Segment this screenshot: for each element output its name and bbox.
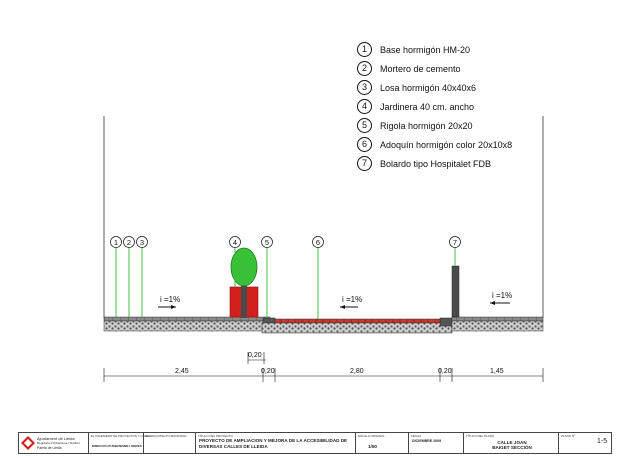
dim-right-sidewalk: 1,45 — [490, 368, 504, 375]
tb-cell-escala: ESCALA ORIGINAL 1/50 — [356, 433, 409, 453]
legend-label: Base hormigón HM-20 — [380, 44, 471, 55]
slope-center: i =1% — [340, 295, 362, 309]
section-marker-number: 6 — [316, 238, 320, 247]
tb-cell-proyecto: TÍTULO DEL PROYECTO PROYECTO DE AMPLIACI… — [196, 433, 356, 453]
section-marker-number: 5 — [265, 238, 269, 247]
section-marker-number: 2 — [127, 238, 131, 247]
legend-item: 4 Jardinera 40 cm. ancho — [357, 97, 512, 116]
tb-label-proyecto: TÍTULO DEL PROYECTO — [198, 434, 233, 438]
bollard — [451, 265, 460, 318]
tb-cell-arquitecto: EL ARQUITECTO MUNICIPAL — [144, 433, 196, 453]
legend-number: 2 — [357, 61, 372, 76]
marker-leaders — [115, 248, 456, 319]
section-marker-number: 3 — [140, 238, 144, 247]
right-sidewalk-surface — [451, 316, 544, 322]
dimension-bottom: 2,45 0,20 2,80 0,20 1,45 — [103, 368, 544, 382]
legend-number: 6 — [357, 137, 372, 152]
right-rigola — [439, 317, 453, 327]
section-marker: 4 — [229, 236, 241, 248]
legend-label: Mortero de cemento — [380, 63, 461, 74]
legend: 1 Base hormigón HM-20 2 Mortero de cemento 3… — [357, 40, 512, 173]
slope-left-label: i =1% — [160, 295, 180, 304]
legend-item: 6 Adoquín hormigón color 20x10x8 — [357, 135, 512, 154]
dimension-top: 0,20 — [247, 352, 266, 364]
title-block-logo-cell: Ajuntament de Lleida Regidoria d'Urbanis… — [19, 433, 89, 453]
dim-roadway: 2,80 — [350, 368, 364, 375]
tb-value-fecha: DICIEMBRE 2009 — [412, 439, 442, 443]
tb-value-escala: 1/50 — [368, 444, 377, 449]
tb-label-plano-titulo: TÍTULO DEL PLANO — [466, 434, 495, 438]
section-marker: 3 — [136, 236, 148, 248]
tb-label-arquitecto: EL ARQUITECTO MUNICIPAL — [146, 434, 187, 438]
tree-trunk — [241, 272, 247, 318]
legend-label: Jardinera 40 cm. ancho — [380, 101, 475, 112]
tb-cell-fecha: FECHA DICIEMBRE 2009 — [409, 433, 464, 453]
lleida-logo-icon — [21, 436, 35, 450]
tb-cell-plano-num: PLANO Nº 1-5 — [559, 433, 611, 453]
section-marker-number: 7 — [453, 238, 457, 247]
legend-number: 5 — [357, 118, 372, 133]
legend-label: Losa hormigón 40x40x6 — [380, 82, 477, 93]
dim-right-rigola: 0,20 — [438, 368, 452, 375]
roadway-adoquin — [274, 318, 441, 324]
org-line-3: Paeria de Lleida — [37, 446, 62, 450]
org-line-1: Ajuntament de Lleida — [37, 436, 75, 441]
tb-value-plano-num: 1-5 — [597, 438, 608, 445]
section-marker: 2 — [123, 236, 135, 248]
section-marker-number: 1 — [114, 238, 118, 247]
section-marker: 5 — [261, 236, 273, 248]
legend-label: Adoquín hormigón color 20x10x8 — [380, 139, 513, 150]
tb-label-escala: ESCALA ORIGINAL — [358, 434, 385, 438]
right-sidewalk-base — [451, 320, 544, 332]
section-marker: 1 — [110, 236, 122, 248]
tb-cell-plano-titulo: TÍTULO DEL PLANO CALLE JOAN BAIGET SECCI… — [464, 433, 559, 453]
legend-label: Bolardo tipo Hospitalet FDB — [380, 158, 492, 169]
legend-item: 7 Bolardo tipo Hospitalet FDB — [357, 154, 512, 173]
slope-right-label: i =1% — [492, 291, 512, 300]
org-line-2: Regidoria d'Urbanisme i Territori — [37, 441, 80, 445]
slope-center-label: i =1% — [342, 295, 362, 304]
tb-label-plano-num: PLANO Nº — [561, 434, 576, 438]
tb-value-proyecto: PROYECTO DE AMPLIACION Y MEJORA DE LA AC… — [199, 438, 348, 449]
legend-number: 4 — [357, 99, 372, 114]
tree-canopy — [230, 247, 258, 287]
legend-item: 1 Base hormigón HM-20 — [357, 40, 512, 59]
legend-item: 3 Losa hormigón 40x40x6 — [357, 78, 512, 97]
dim-left-rigola: 0,20 — [261, 368, 275, 375]
legend-item: 5 Rigola hormigón 20x20 — [357, 116, 512, 135]
tb-value-plano-titulo: CALLE JOAN BAIGET SECCIÓN — [492, 440, 532, 450]
slope-left: i =1% — [158, 295, 180, 309]
title-block: Ajuntament de Lleida Regidoria d'Urbanis… — [18, 432, 612, 454]
legend-number: 3 — [357, 80, 372, 95]
tb-label-ingeniero: EL INGENIERO DE PROYECTOS Y OBRAS — [91, 434, 151, 438]
legend-label: Rigola hormigón 20x20 — [380, 120, 473, 131]
dim-rigola-top: 0,20 — [248, 352, 262, 359]
dim-left-sidewalk: 2,45 — [175, 368, 189, 375]
left-sidewalk-base — [103, 320, 271, 332]
legend-number: 1 — [357, 42, 372, 57]
tb-value-ingeniero: DIRECCIÓ D'URBANISME I OBRES — [92, 444, 142, 448]
section-marker-number: 4 — [233, 238, 237, 247]
section-marker: 7 — [449, 236, 461, 248]
legend-item: 2 Mortero de cemento — [357, 59, 512, 78]
section-marker: 6 — [312, 236, 324, 248]
brick-joints — [280, 319, 436, 323]
slope-right: i =1% — [490, 291, 512, 305]
legend-number: 7 — [357, 156, 372, 171]
roadway-base — [261, 322, 453, 334]
tb-cell-ingeniero: EL INGENIERO DE PROYECTOS Y OBRAS DIRECC… — [89, 433, 151, 453]
tb-label-fecha: FECHA — [411, 434, 422, 438]
